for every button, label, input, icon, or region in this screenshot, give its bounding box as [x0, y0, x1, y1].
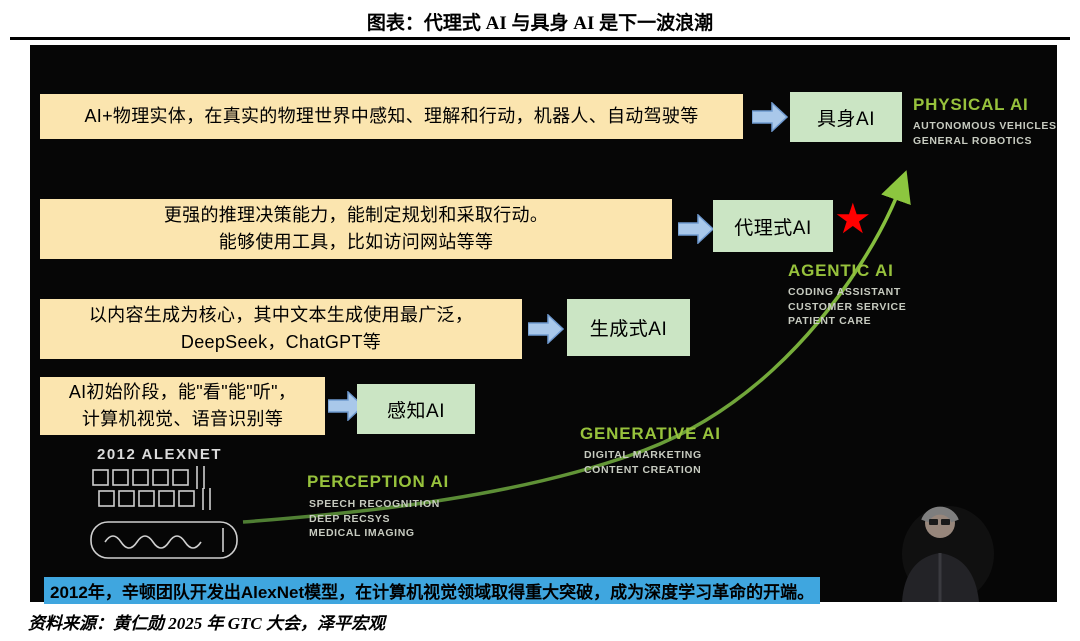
stage-item: PATIENT CARE [788, 315, 872, 328]
flow-arrow-right-icon [752, 102, 788, 132]
label-text: 具身AI [817, 108, 875, 130]
growth-curve [242, 170, 911, 524]
figure-title: 图表：代理式 AI 与具身 AI 是下一波浪潮 [366, 13, 714, 34]
stage-item: CODING ASSISTANT [788, 286, 901, 298]
desc-box-generative: 以内容生成为核心，其中文本生成使用最广泛， DeepSeek，ChatGPT等 [40, 299, 522, 359]
stage-items-generative: DIGITAL MARKETING CONTENT CREATION [584, 448, 702, 477]
desc-line: 更强的推理决策能力，能制定规划和采取行动。 [163, 205, 549, 225]
desc-line: AI初始阶段，能"看"能"听"， [68, 382, 297, 402]
desc-box-perception: AI初始阶段，能"看"能"听"， 计算机视觉、语音识别等 [40, 377, 325, 435]
speaker-silhouette [902, 506, 994, 602]
stage-item: AUTONOMOUS VEHICLES [913, 120, 1057, 132]
desc-line: DeepSeek，ChatGPT等 [180, 332, 382, 352]
desc-box-physical: AI+物理实体，在真实的物理世界中感知、理解和行动，机器人、自动驾驶等 [40, 94, 743, 139]
stage-title-generative: GENERATIVE AI [580, 424, 721, 443]
flow-arrow-right-icon [328, 391, 364, 421]
star-icon: ★ [834, 195, 872, 242]
source-note: 资料来源：黄仁勋 2025 年 GTC 大会，泽平宏观 [28, 614, 385, 633]
slide-caption: 2012年，辛顿团队开发出AlexNet模型，在计算机视觉领域取得重大突破，成为… [44, 577, 821, 604]
stage-items-perception: SPEECH RECOGNITION DEEP RECSYS MEDICAL I… [309, 497, 440, 541]
desc-line: 以内容生成为核心，其中文本生成使用最广泛， [88, 305, 474, 325]
desc-line: 能够使用工具，比如访问网站等等 [218, 232, 494, 252]
desc-box-agentic: 更强的推理决策能力，能制定规划和采取行动。 能够使用工具，比如访问网站等等 [40, 199, 672, 259]
alexnet-sketch [90, 466, 238, 559]
stage-item: GENERAL ROBOTICS [913, 134, 1033, 147]
label-box-perception-ai: 感知AI [357, 384, 475, 434]
flow-arrow-right-icon [678, 214, 714, 244]
stage-item: MEDICAL IMAGING [309, 527, 415, 540]
desc-line: AI+物理实体，在真实的物理世界中感知、理解和行动，机器人、自动驾驶等 [84, 106, 699, 126]
label-text: 代理式AI [734, 217, 812, 239]
stage-item: DEEP RECSYS [309, 512, 391, 525]
stage-item: DIGITAL MARKETING [584, 449, 702, 461]
label-box-embodied-ai: 具身AI [790, 92, 902, 142]
stage-item: SPEECH RECOGNITION [309, 498, 440, 510]
label-box-generative-ai: 生成式AI [567, 299, 690, 356]
stage-item: CUSTOMER SERVICE [788, 300, 907, 313]
alexnet-label: 2012 ALEXNET [97, 446, 222, 463]
label-box-agentic-ai: 代理式AI [713, 200, 833, 252]
stage-title-perception: PERCEPTION AI [307, 472, 450, 491]
stage-title-agentic: AGENTIC AI [788, 261, 894, 280]
stage-title-physical: PHYSICAL AI [913, 95, 1029, 114]
title-divider [10, 37, 1070, 40]
label-text: 感知AI [387, 400, 445, 422]
stage-items-physical: AUTONOMOUS VEHICLES GENERAL ROBOTICS [913, 119, 1057, 148]
desc-line: 计算机视觉、语音识别等 [81, 409, 284, 429]
stage-items-agentic: CODING ASSISTANT CUSTOMER SERVICE PATIEN… [788, 285, 906, 329]
label-text: 生成式AI [589, 319, 668, 340]
stage-item: CONTENT CREATION [584, 463, 702, 476]
flow-arrow-right-icon [528, 314, 564, 344]
